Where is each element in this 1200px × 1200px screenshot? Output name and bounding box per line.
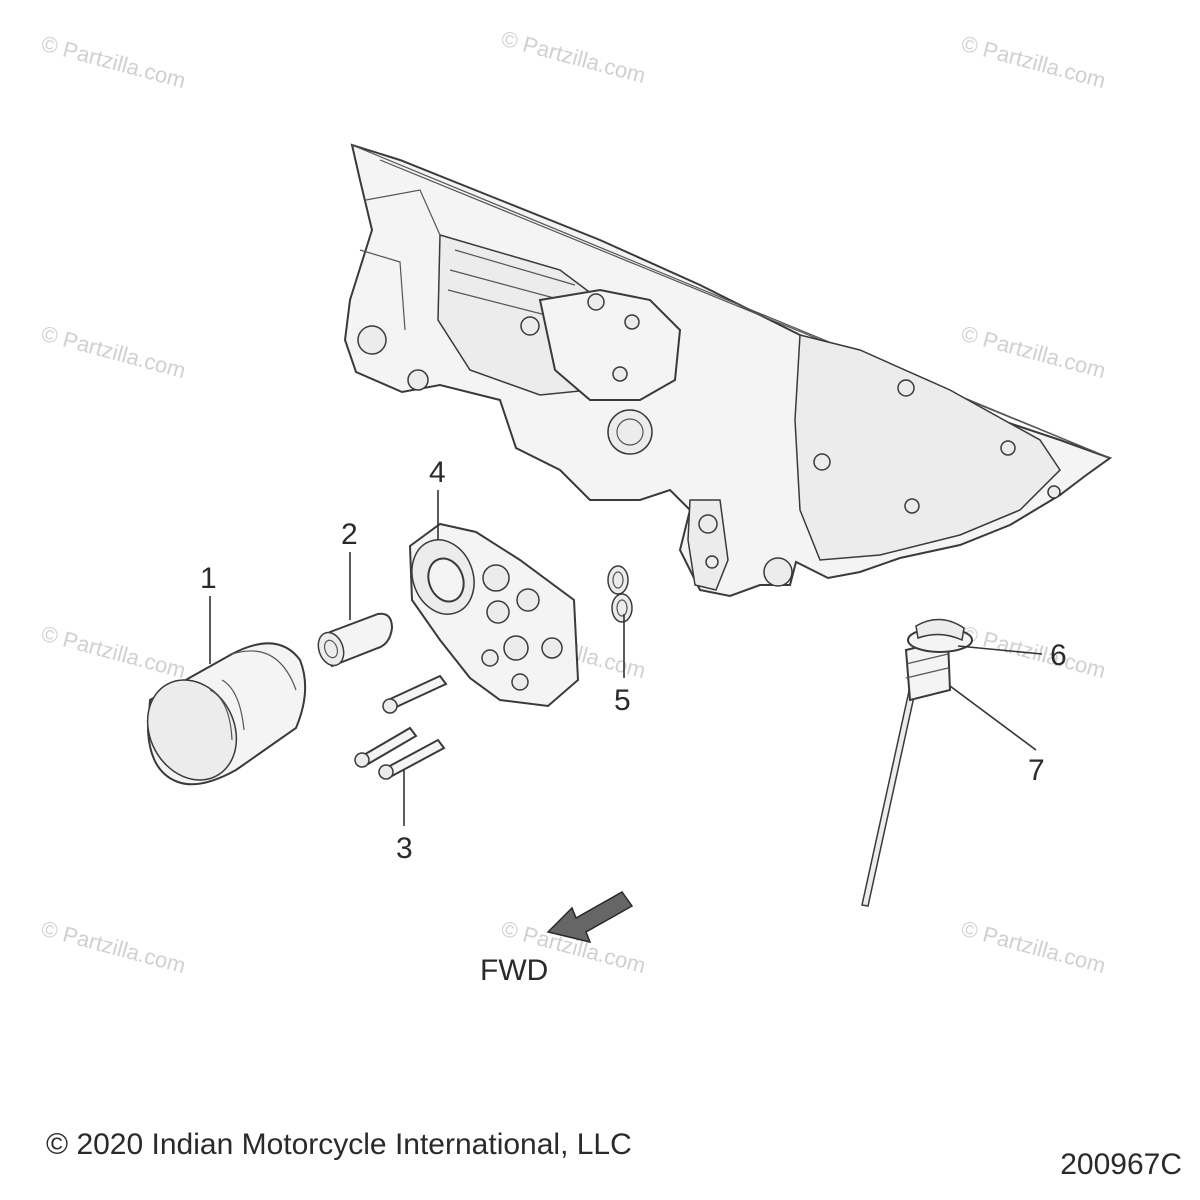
watermark: © Partzilla.com (39, 916, 189, 979)
fwd-label: FWD (480, 954, 548, 987)
copyright-notice: © 2020 Indian Motorcycle International, … (46, 1128, 632, 1161)
watermark: © Partzilla.com (959, 321, 1109, 384)
mounting-screws (354, 674, 448, 780)
forward-direction-indicator: FWD (480, 891, 634, 987)
watermark: © Partzilla.com (39, 31, 189, 94)
watermark: © Partzilla.com (959, 621, 1109, 684)
watermark: © Partzilla.com (499, 26, 649, 89)
watermark: © Partzilla.com (959, 31, 1109, 94)
watermark: © Partzilla.com (959, 916, 1109, 979)
callout-numbers: 1 2 3 4 5 6 7 (200, 456, 1067, 865)
oil-filter-adapter (408, 522, 580, 708)
callout-4: 4 (429, 456, 446, 489)
dipstick (861, 618, 973, 907)
filter-sleeve (317, 612, 394, 668)
callout-1: 1 (200, 562, 217, 595)
watermark: © Partzilla.com (39, 321, 189, 384)
watermark: © Partzilla.com (39, 621, 189, 684)
callout-leaders (209, 490, 1043, 826)
diagram-number: 200967C (1060, 1148, 1182, 1181)
callout-2: 2 (341, 518, 358, 551)
engine-crankcase-illustration (343, 143, 1113, 598)
callout-6: 6 (1050, 639, 1067, 672)
callout-5: 5 (614, 684, 631, 717)
callout-3: 3 (396, 832, 413, 865)
o-rings (607, 565, 633, 623)
callout-7: 7 (1028, 754, 1045, 787)
forward-arrow-icon (546, 891, 634, 944)
oil-filter (146, 642, 307, 786)
